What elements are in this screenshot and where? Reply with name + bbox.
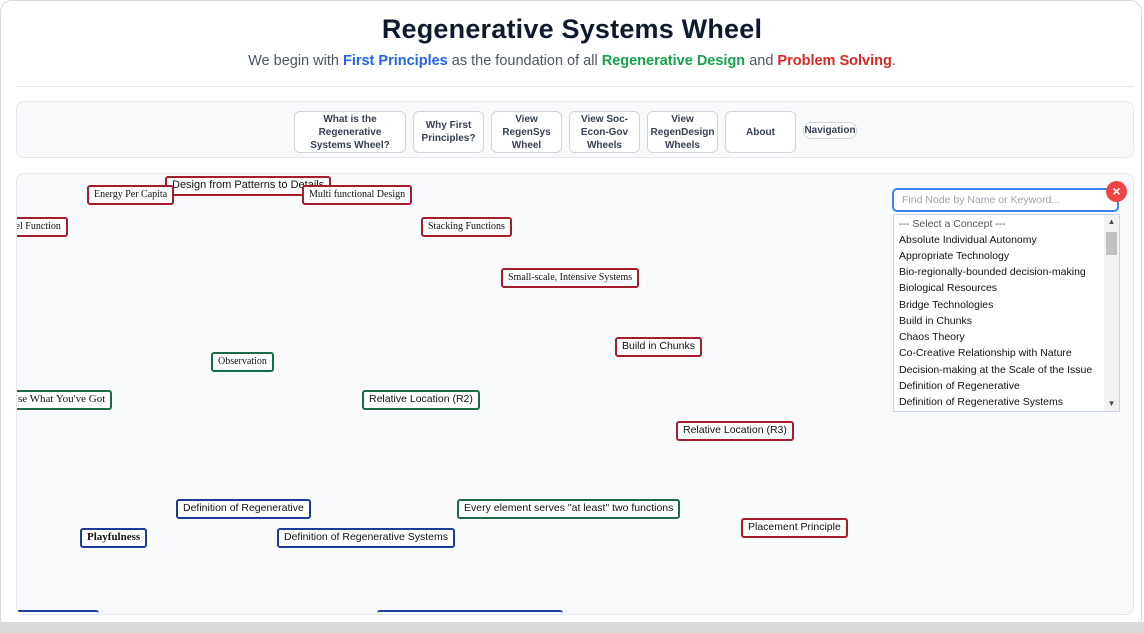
page-title: Regenerative Systems Wheel — [381, 14, 763, 44]
window-bottom-edge — [0, 622, 1144, 633]
subtitle-mid: as the foundation of all — [447, 53, 602, 69]
node-stacking-functions[interactable]: Stacking Functions — [421, 217, 512, 237]
concept-option[interactable]: Bio-regionally-bounded decision-making — [899, 266, 1086, 278]
node-observation[interactable]: Observation — [211, 352, 274, 372]
concept-option[interactable]: Co-Creative Relationship with Nature — [899, 347, 1072, 359]
concept-option-placeholder[interactable]: --- Select a Concept --- — [899, 218, 1006, 230]
concept-option[interactable]: Decision-making at the Scale of the Issu… — [899, 364, 1093, 376]
subtitle-problem-solving: Problem Solving — [777, 53, 892, 69]
node-relative-location-r2[interactable]: Relative Location (R2) — [362, 390, 480, 410]
node-definition-of-regenerative[interactable]: Definition of Regenerative — [176, 499, 311, 519]
why-first-principles-button[interactable]: Why First Principles? — [413, 111, 484, 153]
node-small-scale-intensive[interactable]: Small-scale, Intensive Systems — [501, 268, 640, 288]
node-partial-bottom-center[interactable] — [377, 610, 563, 614]
concept-option[interactable]: Build in Chunks — [899, 315, 972, 327]
node-multi-functional-design[interactable]: Multi functional Design — [302, 185, 413, 205]
node-energy-per-capita[interactable]: Energy Per Capita — [87, 185, 175, 205]
concept-option[interactable]: Absolute Individual Autonomy — [899, 234, 1037, 246]
node-relative-location-r3[interactable]: Relative Location (R3) — [676, 421, 794, 441]
subtitle-and: and — [745, 53, 778, 69]
scroll-thumb[interactable] — [1106, 232, 1117, 255]
concept-option[interactable]: Definition of Regenerative — [899, 380, 1020, 392]
node-placement-principle[interactable]: Placement Principle — [741, 518, 848, 538]
node-use-what-youve-got[interactable]: Use What You've Got — [17, 390, 113, 410]
node-design-from-patterns[interactable]: Design from Patterns to Details — [165, 176, 332, 196]
header-divider — [16, 86, 1134, 87]
concept-option[interactable]: Bridge Technologies — [899, 299, 994, 311]
what-is-wheel-button[interactable]: What is the Regenerative Systems Wheel? — [294, 111, 406, 153]
navigation-button[interactable]: Navigation — [803, 122, 857, 139]
node-partial-bottom-left[interactable] — [17, 610, 99, 614]
concept-select-list[interactable]: --- Select a Concept --- Absolute Indivi… — [893, 214, 1120, 412]
node-playfulness[interactable]: Playfulness — [80, 528, 148, 548]
concept-list-scrollbar[interactable]: ▲ ▼ — [1104, 215, 1119, 411]
concept-option[interactable]: Appropriate Technology — [899, 250, 1010, 262]
subtitle-regenerative-design: Regenerative Design — [601, 53, 746, 69]
view-soc-econ-gov-wheels-button[interactable]: View Soc- Econ-Gov Wheels — [569, 111, 640, 153]
scroll-down-icon[interactable]: ▼ — [1107, 399, 1116, 408]
node-search-input[interactable]: Find Node by Name or Keyword... — [892, 188, 1119, 212]
subtitle-first-principles: First Principles — [342, 53, 448, 69]
node-definition-of-regenerative-systems[interactable]: Definition of Regenerative Systems — [277, 528, 455, 548]
node-build-in-chunks[interactable]: Build in Chunks — [615, 337, 702, 357]
node-every-element-two-functions[interactable]: Every element serves "at least" two func… — [457, 499, 681, 519]
about-button[interactable]: About — [725, 111, 796, 153]
scroll-up-icon[interactable]: ▲ — [1107, 217, 1116, 226]
subtitle-end: . — [891, 53, 896, 69]
concept-option[interactable]: Biological Resources — [899, 282, 998, 294]
node-function-partial[interactable]: tiel Function — [17, 217, 68, 237]
concept-option[interactable]: Definition of Regenerative Systems — [899, 396, 1063, 408]
concept-option[interactable]: Chaos Theory — [899, 331, 965, 343]
subtitle-prefix: We begin with — [248, 53, 343, 69]
close-icon[interactable]: × — [1106, 181, 1127, 202]
nav-bar: What is the Regenerative Systems Wheel? … — [16, 101, 1134, 158]
view-regensys-wheel-button[interactable]: View RegenSys Wheel — [491, 111, 562, 153]
view-regendesign-wheels-button[interactable]: View RegenDesign Wheels — [647, 111, 718, 153]
page-subtitle: We begin with First Principles as the fo… — [0, 53, 1144, 69]
